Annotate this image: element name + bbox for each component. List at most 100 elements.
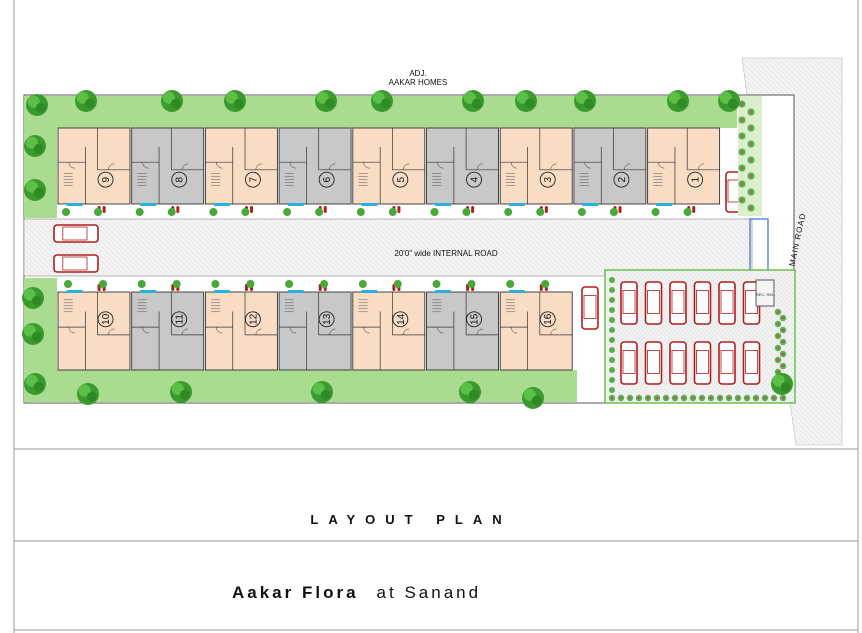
unit-12: 12 <box>204 284 278 371</box>
shrub-icon <box>99 280 107 288</box>
adjacent-property-label: AAKAR HOMES <box>389 78 448 87</box>
unit-number: 8 <box>175 176 186 182</box>
tree-icon <box>462 90 484 112</box>
unit-14: 14 <box>352 284 426 371</box>
tree-icon <box>574 90 596 112</box>
shrub-icon <box>462 208 471 216</box>
shrub-icon <box>320 280 329 288</box>
car-icon <box>693 341 712 385</box>
shrub-icon <box>137 280 146 288</box>
trees <box>22 90 793 409</box>
tree-icon <box>75 90 97 112</box>
project-location: at Sanand <box>376 583 482 602</box>
unit-3: 3 <box>499 127 573 213</box>
shrub-icon <box>172 280 181 288</box>
shrub-icon <box>358 280 367 288</box>
bike-icon <box>397 206 401 213</box>
hedge-shrub <box>609 337 615 343</box>
adj-label: ADJ. <box>409 69 426 78</box>
unit-11: 11 <box>131 284 205 371</box>
car-icon <box>581 286 599 330</box>
unit-4: 4 <box>426 127 499 213</box>
car-icon <box>718 341 736 385</box>
tree-icon <box>315 90 337 112</box>
car-icon <box>644 281 663 325</box>
internal-road <box>23 218 753 277</box>
shrub-icon <box>506 280 515 288</box>
car-icon <box>53 224 99 243</box>
right-hedge <box>738 96 762 216</box>
bike-icon <box>250 206 254 213</box>
unit-number: 16 <box>543 313 554 325</box>
tree-icon <box>311 381 333 403</box>
car-icon <box>620 341 638 385</box>
security-room <box>755 279 775 307</box>
tree-icon <box>24 179 46 201</box>
parking-cars <box>581 171 761 385</box>
project-title: Aakar Flora at Sanand <box>232 583 481 603</box>
unit-number: 15 <box>470 313 481 325</box>
unit-7: 7 <box>204 127 278 213</box>
tree-icon <box>22 323 44 345</box>
unit-number: 12 <box>248 313 259 325</box>
unit-10: 10 <box>57 284 131 371</box>
tree-icon <box>515 90 537 112</box>
car-icon <box>644 341 663 385</box>
unit-9: 9 <box>57 127 131 213</box>
car-icon <box>693 281 712 325</box>
shrub-icon <box>467 280 476 288</box>
bike-icon <box>618 206 622 213</box>
unit-1: 1 <box>647 127 721 213</box>
shrub-icon <box>651 208 660 216</box>
top-row-units: 9 8 7 6 5 4 3 2 1 <box>57 127 721 216</box>
unit-number: 4 <box>470 176 481 182</box>
shrub-icon <box>393 280 402 288</box>
car-icon <box>620 281 638 325</box>
shrub-icon <box>285 280 294 288</box>
tree-icon <box>161 90 183 112</box>
bike-icon <box>544 206 548 213</box>
shrub-icon <box>504 208 513 216</box>
unit-6: 6 <box>278 127 352 213</box>
shrub-icon <box>94 208 102 216</box>
top-lawn-strip <box>57 96 737 128</box>
tree-icon <box>459 381 481 403</box>
shrub-icon <box>577 208 586 216</box>
tree-icon <box>170 381 192 403</box>
hedge-shrub <box>609 387 615 393</box>
tree-icon <box>718 90 740 112</box>
shrub-icon <box>683 208 692 216</box>
bike-icon <box>176 206 180 213</box>
shrub-icon <box>541 280 550 288</box>
security-room-label: SEC. RM. <box>756 292 774 297</box>
shrub-icon <box>315 208 324 216</box>
tree-icon <box>24 373 46 395</box>
tree-icon <box>24 135 46 157</box>
hedge-shrub <box>609 367 615 373</box>
shrub-icon <box>62 208 70 216</box>
bike-icon <box>102 206 106 213</box>
hedge-shrub <box>609 357 615 363</box>
shrub-icon <box>246 280 255 288</box>
unit-number: 1 <box>691 176 702 182</box>
tree-icon <box>224 90 246 112</box>
unit-number: 9 <box>101 176 112 182</box>
unit-5: 5 <box>352 127 426 213</box>
bike-icon <box>323 206 327 213</box>
unit-number: 2 <box>617 176 628 182</box>
shrub-icon <box>432 280 441 288</box>
unit-2: 2 <box>573 127 647 213</box>
unit-number: 6 <box>322 176 333 182</box>
project-name: Aakar Flora <box>232 583 359 602</box>
layout-plan-title: LAYOUT PLAN <box>310 512 512 527</box>
shrub-icon <box>283 208 292 216</box>
tree-icon <box>667 90 689 112</box>
shrub-icon <box>536 208 545 216</box>
hedge-shrub <box>609 377 615 383</box>
unit-number: 3 <box>543 176 554 182</box>
unit-13: 13 <box>278 284 352 371</box>
bike-icon <box>692 206 696 213</box>
tree-icon <box>371 90 393 112</box>
shrub-icon <box>388 208 397 216</box>
